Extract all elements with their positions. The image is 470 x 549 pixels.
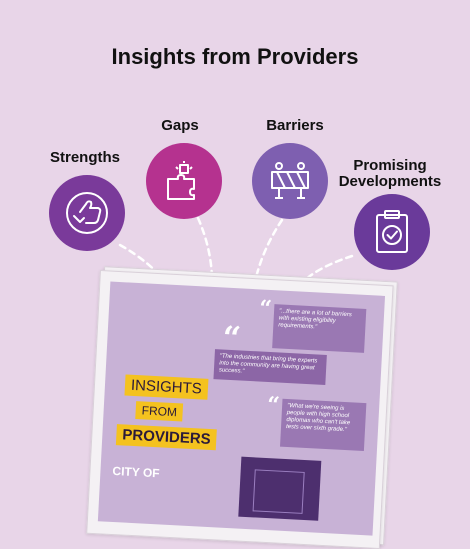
cover-title-line1: INSIGHTS bbox=[124, 374, 209, 400]
cover-image-box bbox=[238, 456, 322, 521]
quote-mark-icon: “ bbox=[258, 295, 273, 323]
report-cover: “ "...there are a lot of barriers with e… bbox=[97, 281, 386, 536]
promising-developments-circle bbox=[354, 194, 430, 270]
quote-mark-icon: “ bbox=[266, 391, 281, 419]
cover-title-line3: PROVIDERS bbox=[115, 424, 218, 451]
cover-title-line2: FROM bbox=[135, 401, 184, 422]
thumbs-up-icon bbox=[66, 192, 108, 234]
report-sheet: “ "...there are a lot of barriers with e… bbox=[86, 270, 394, 549]
strengths-label: Strengths bbox=[49, 149, 120, 166]
gaps-label: Gaps bbox=[161, 117, 199, 134]
gaps-circle bbox=[146, 143, 222, 219]
city-text: CITY OF bbox=[112, 463, 160, 481]
report-preview: “ "...there are a lot of barriers with e… bbox=[86, 266, 399, 549]
page-title: Insights from Providers bbox=[111, 44, 359, 69]
barriers-circle bbox=[252, 143, 328, 219]
barrier-icon bbox=[271, 162, 309, 199]
quote-3: "What we're seeing is people with high s… bbox=[280, 398, 367, 452]
puzzle-icon bbox=[167, 161, 195, 200]
clipboard-check-icon bbox=[376, 210, 408, 253]
strengths-circle bbox=[49, 175, 125, 251]
quote-2: "The industries that bring the experts i… bbox=[213, 349, 327, 385]
quote-1: "...there are a lot of barriers with exi… bbox=[272, 304, 367, 353]
barriers-label: Barriers bbox=[266, 117, 324, 134]
promising-developments-label: Promising Developments bbox=[338, 157, 442, 190]
